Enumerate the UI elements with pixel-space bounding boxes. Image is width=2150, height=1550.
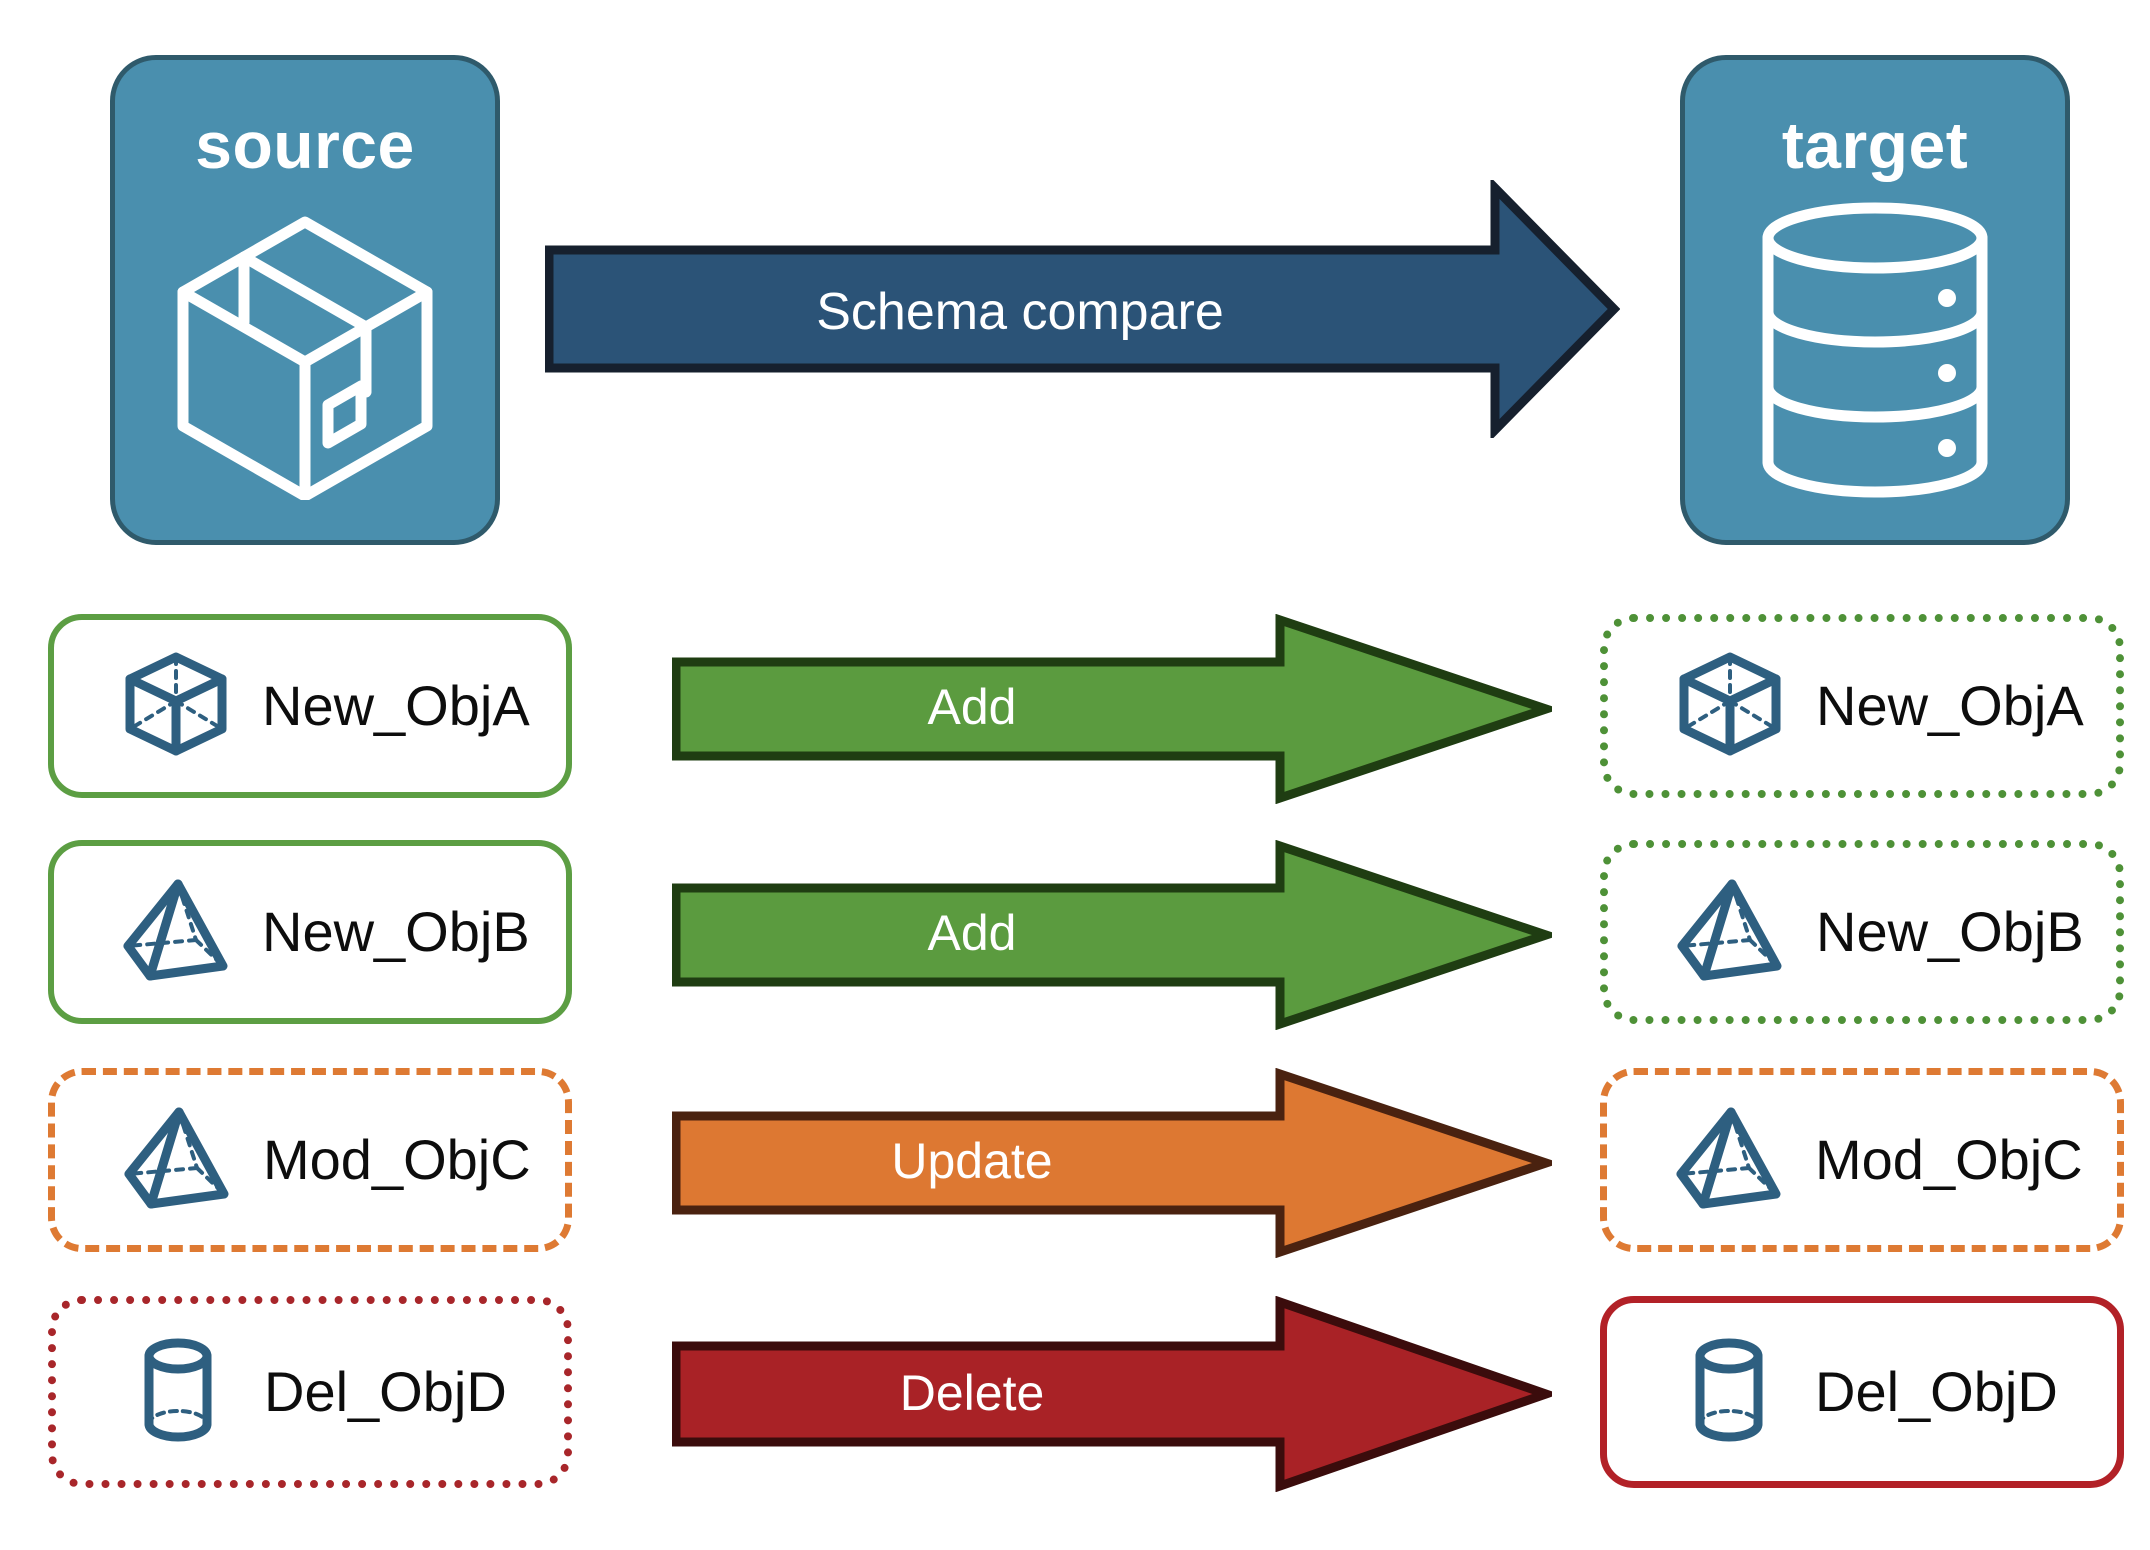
- action-arrow-label-3: Update: [891, 1133, 1053, 1189]
- action-arrow-label-4: Delete: [899, 1365, 1045, 1421]
- source-object-card-3[interactable]: Mod_ObjC: [48, 1068, 572, 1252]
- target-object-card-4[interactable]: Del_ObjD: [1600, 1296, 2124, 1488]
- target-object-label-4: Del_ObjD: [1815, 1360, 2058, 1423]
- wireframe-pyramid-icon: [120, 874, 232, 991]
- wireframe-pyramid-icon: [121, 1102, 233, 1219]
- source-object-label-3: Mod_ObjC: [263, 1128, 531, 1191]
- schema-compare-arrow-label: Schema compare: [816, 283, 1224, 341]
- action-arrow-add-2[interactable]: [671, 839, 1561, 1035]
- source-object-label-1: New_ObjA: [262, 674, 530, 737]
- target-object-label-1: New_ObjA: [1816, 674, 2084, 737]
- cylinder-icon: [1673, 1334, 1785, 1451]
- action-arrow-delete[interactable]: [671, 1295, 1560, 1497]
- action-arrow-update[interactable]: [671, 1067, 1561, 1263]
- target-object-card-1[interactable]: New_ObjA: [1600, 614, 2124, 798]
- target-object-label-2: New_ObjB: [1816, 900, 2084, 963]
- target-object-card-2[interactable]: New_ObjB: [1600, 840, 2124, 1024]
- wireframe-pyramid-icon: [1674, 874, 1786, 991]
- wireframe-cube-icon: [120, 648, 232, 765]
- database-cylinder-icon: [1750, 200, 2000, 505]
- action-arrow-label-2: Add: [927, 905, 1017, 961]
- source-object-label-2: New_ObjB: [262, 900, 530, 963]
- target-object-card-3[interactable]: Mod_ObjC: [1600, 1068, 2124, 1252]
- action-arrow-label-1: Add: [927, 679, 1017, 735]
- cylinder-icon: [122, 1334, 234, 1451]
- target-endpoint-card[interactable]: target: [1680, 55, 2070, 545]
- source-object-card-1[interactable]: New_ObjA: [48, 614, 572, 798]
- package-box-icon: [165, 200, 445, 505]
- source-object-card-2[interactable]: New_ObjB: [48, 840, 572, 1024]
- source-object-card-4[interactable]: Del_ObjD: [48, 1296, 572, 1488]
- action-arrow-add-1[interactable]: [671, 613, 1561, 809]
- source-title: source: [195, 108, 415, 182]
- target-title: target: [1781, 108, 1969, 182]
- source-object-label-4: Del_ObjD: [264, 1360, 507, 1423]
- schema-compare-arrow[interactable]: [544, 177, 1621, 441]
- target-object-label-3: Mod_ObjC: [1815, 1128, 2083, 1191]
- wireframe-cube-icon: [1674, 648, 1786, 765]
- wireframe-pyramid-icon: [1673, 1102, 1785, 1219]
- source-endpoint-card[interactable]: source: [110, 55, 500, 545]
